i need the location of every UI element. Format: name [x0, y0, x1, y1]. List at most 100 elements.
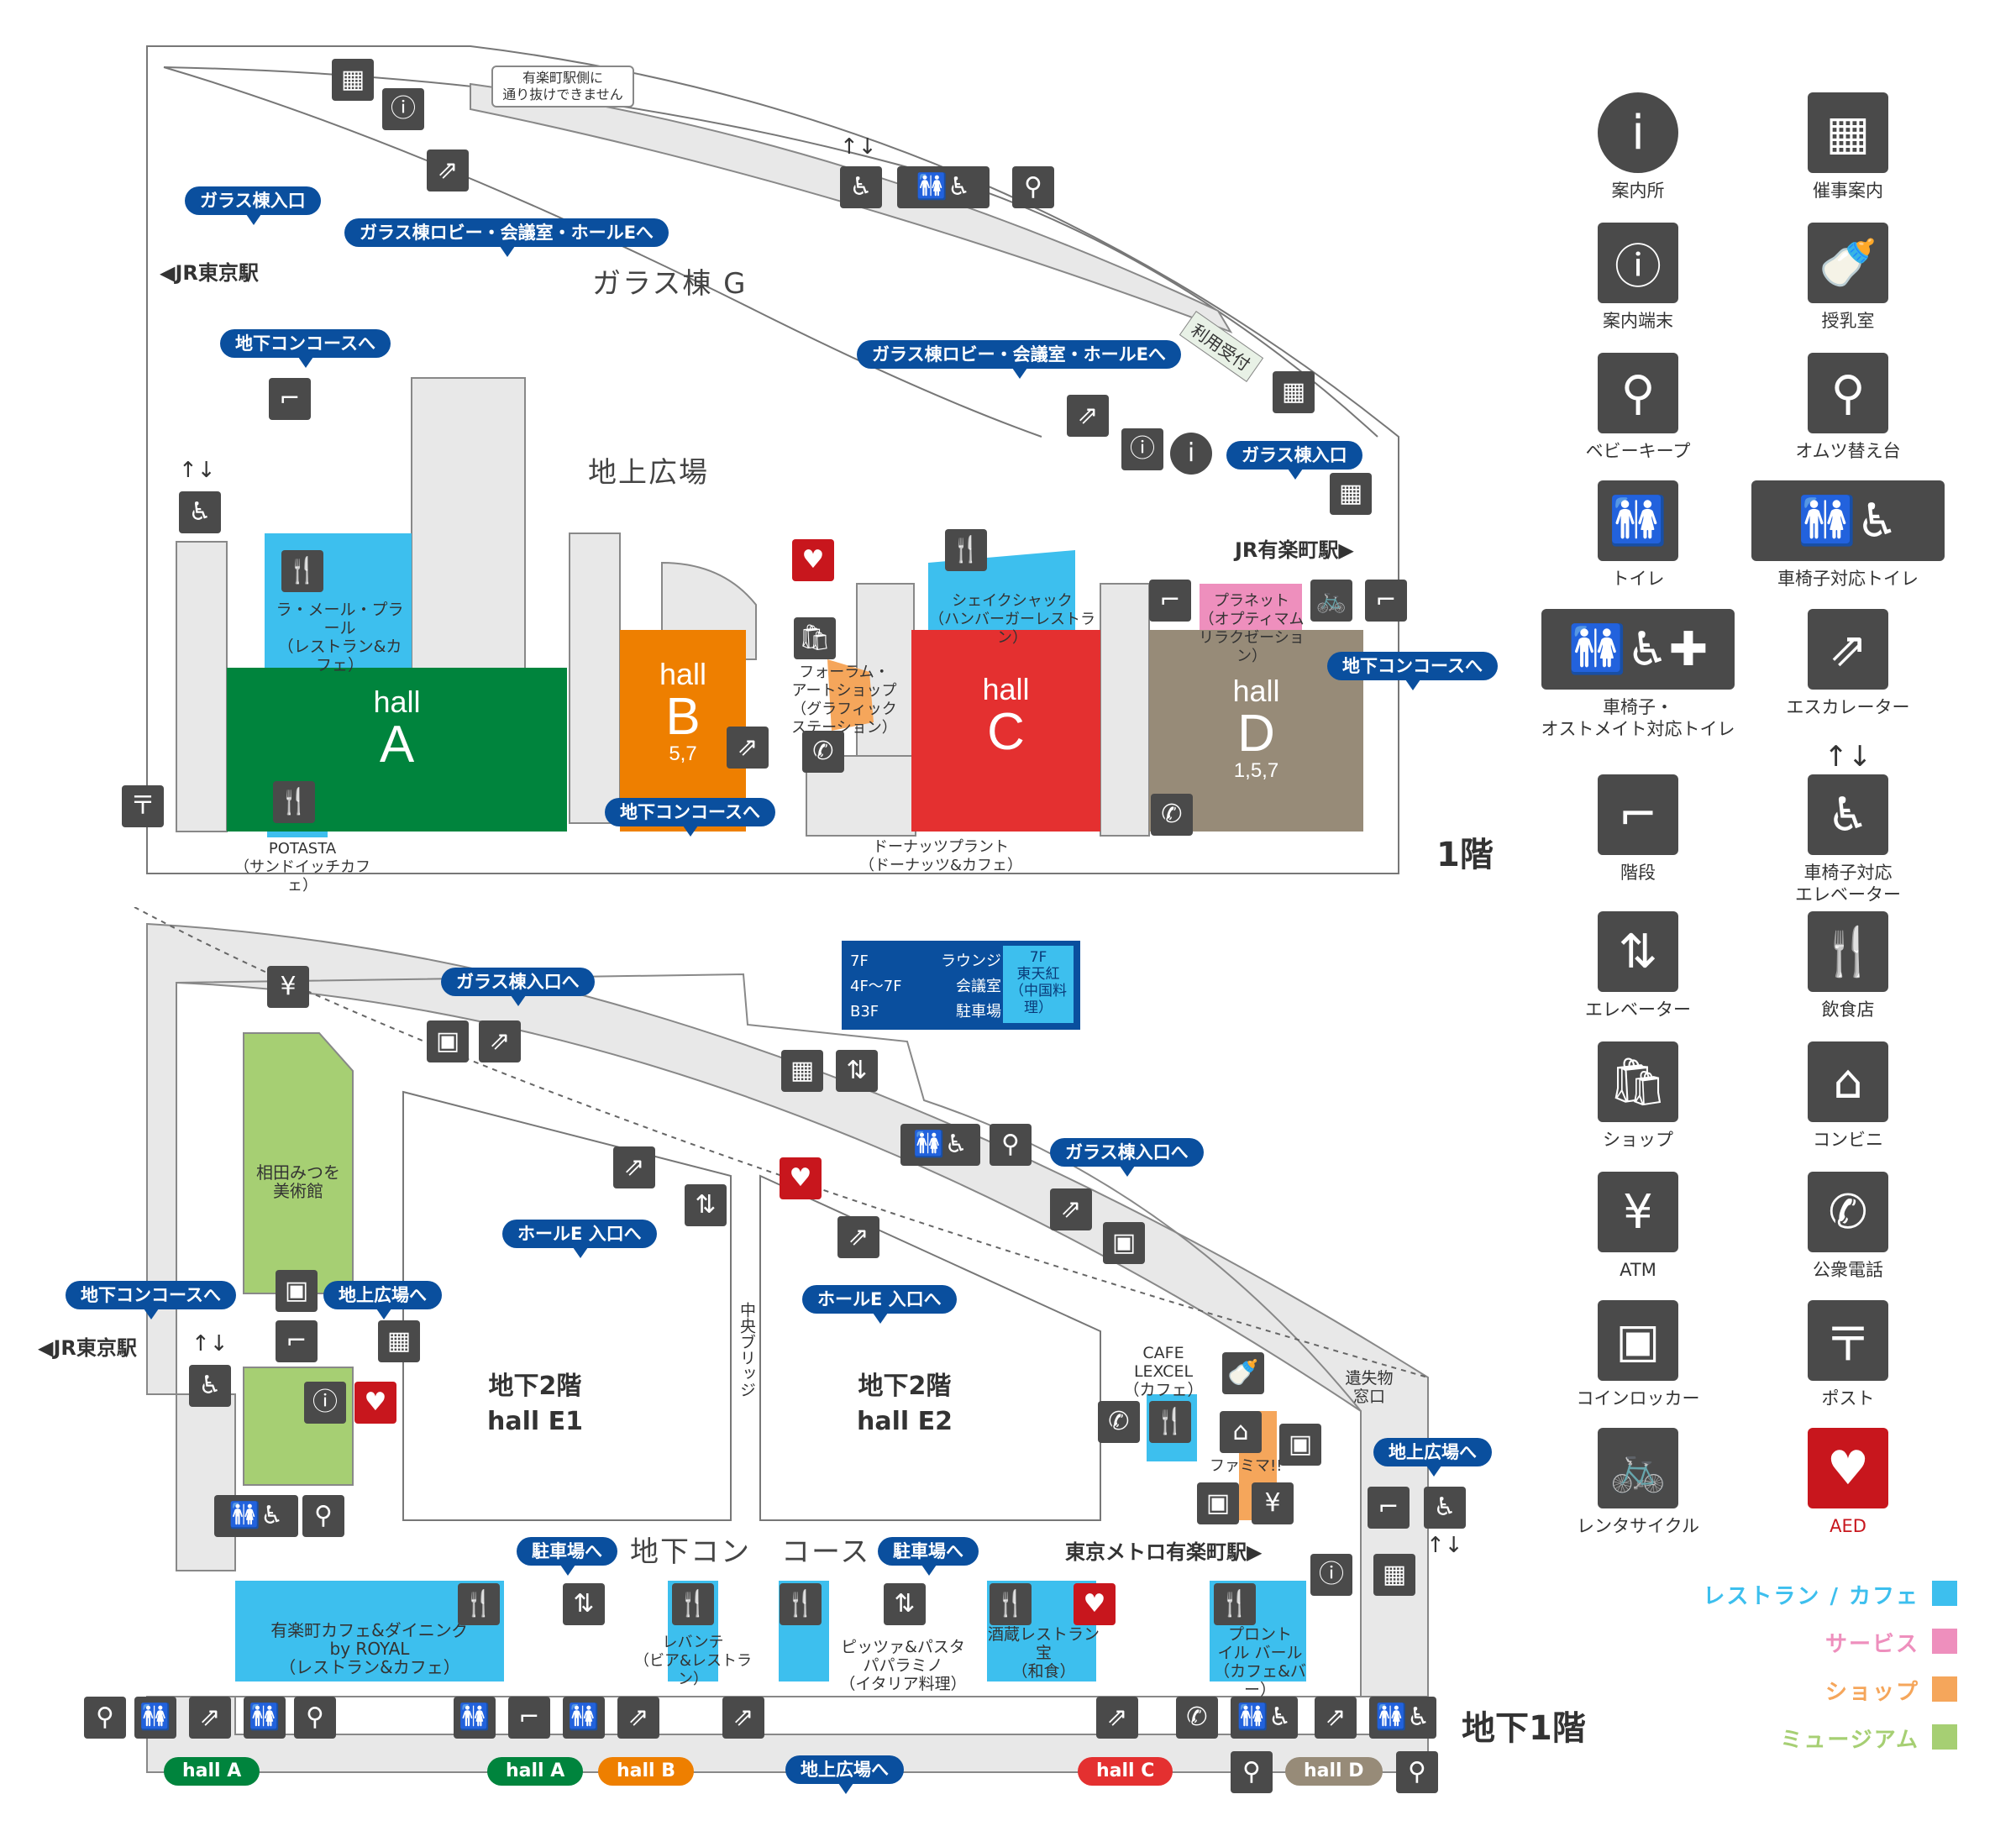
- event-board-icon[interactable]: ▦: [332, 59, 374, 101]
- toilet-icon[interactable]: 🚻: [134, 1697, 176, 1739]
- atm-icon[interactable]: ¥: [267, 966, 309, 1008]
- hall-e2-label[interactable]: 地下2階 hall E2: [857, 1372, 953, 1436]
- wheelchair-elevator-icon[interactable]: ♿: [1424, 1487, 1466, 1529]
- pill-glass-lobby-1[interactable]: ガラス棟ロビー・会議室・ホールEへ: [344, 218, 669, 257]
- museum-label[interactable]: 相田みつを 美術館: [256, 1162, 340, 1201]
- pill-hall-e-1[interactable]: ホールE 入口へ: [502, 1220, 657, 1258]
- coin-locker-icon[interactable]: ▣: [427, 1020, 469, 1062]
- baby-keep-icon[interactable]: ⚲: [84, 1697, 126, 1739]
- stairs-icon[interactable]: ⌐: [269, 378, 311, 420]
- shop-pizza[interactable]: ピッツァ&パスタ パパラミノ （イタリア料理）: [839, 1638, 967, 1693]
- coin-locker-icon[interactable]: ▣: [1197, 1482, 1239, 1524]
- phone-icon[interactable]: ✆: [1098, 1401, 1140, 1443]
- shop-sake[interactable]: 酒蔵レストラン 宝 （和食）: [987, 1625, 1100, 1681]
- aed-icon[interactable]: ♥: [792, 539, 834, 581]
- pill-ground-2[interactable]: 地上広場へ: [1373, 1438, 1492, 1477]
- pill-underground-b1[interactable]: 地下コンコースへ: [66, 1281, 236, 1319]
- shop-shake-shack[interactable]: シェイクシャック （ハンバーガーレストラン）: [929, 592, 1095, 647]
- pill-glass-2[interactable]: ガラス棟入口へ: [1050, 1138, 1204, 1177]
- escalator-icon[interactable]: ⇗: [1096, 1697, 1138, 1739]
- restaurant-icon[interactable]: 🍴: [780, 1583, 822, 1625]
- pill-underground-2[interactable]: 地下コンコースへ: [605, 798, 775, 837]
- wheelchair-toilet-icon[interactable]: 🚻♿: [1369, 1697, 1436, 1739]
- coin-locker-icon[interactable]: ▣: [1279, 1424, 1321, 1466]
- hall-link-pill[interactable]: hall B: [598, 1757, 695, 1786]
- escalator-icon[interactable]: ⇗: [613, 1146, 655, 1188]
- shop-yurakucho-cafe[interactable]: 有楽町カフェ&ダイニング by ROYAL （レストラン&カフェ）: [270, 1620, 469, 1677]
- phone-icon[interactable]: ✆: [802, 731, 844, 773]
- info-terminal-icon[interactable]: ⓘ: [304, 1382, 346, 1424]
- pill-ground-3[interactable]: 地上広場へ: [785, 1755, 904, 1794]
- info-terminal-icon[interactable]: ⓘ: [1121, 428, 1163, 470]
- shop-doughnut-plant[interactable]: ドーナッツプラント （ドーナッツ&カフェ）: [858, 838, 1023, 874]
- escalator-icon[interactable]: ⇗: [617, 1697, 659, 1739]
- event-board-icon[interactable]: ▦: [1373, 1554, 1415, 1596]
- info-icon[interactable]: i: [1170, 433, 1212, 475]
- diaper-change-icon[interactable]: ⚲: [990, 1124, 1032, 1166]
- restaurant-icon[interactable]: 🍴: [1149, 1401, 1191, 1443]
- lost-and-found-label[interactable]: 遺失物 窓口: [1345, 1369, 1394, 1406]
- hall-e1-label[interactable]: 地下2階 hall E1: [487, 1372, 583, 1436]
- escalator-icon[interactable]: ⇗: [727, 727, 769, 769]
- stairs-icon[interactable]: ⌐: [1365, 580, 1407, 622]
- restaurant-icon[interactable]: 🍴: [281, 550, 323, 592]
- elevator-icon[interactable]: ⇅: [685, 1184, 727, 1226]
- shop-pronto[interactable]: プロント イル バール （カフェ&バー）: [1214, 1625, 1306, 1699]
- stairs-icon[interactable]: ⌐: [508, 1697, 550, 1739]
- restaurant-icon[interactable]: 🍴: [945, 529, 987, 571]
- info-terminal-icon[interactable]: ⓘ: [382, 88, 424, 130]
- elevator-icon[interactable]: ⇅: [563, 1583, 605, 1625]
- event-board-icon[interactable]: ▦: [378, 1320, 420, 1362]
- phone-icon[interactable]: ✆: [1176, 1697, 1218, 1739]
- phone-icon[interactable]: ✆: [1151, 794, 1193, 836]
- jr-tokyo-label-b1[interactable]: ◀JR東京駅: [38, 1336, 137, 1360]
- shop-icon[interactable]: 🛍: [794, 617, 836, 659]
- pill-glass-lobby-2[interactable]: ガラス棟ロビー・会議室・ホールEへ: [857, 340, 1181, 379]
- hall-link-pill[interactable]: hall C: [1078, 1757, 1173, 1786]
- pill-glass-1[interactable]: ガラス棟入口へ: [441, 968, 595, 1006]
- wheelchair-toilet-icon[interactable]: 🚻♿: [900, 1124, 980, 1166]
- event-board-icon[interactable]: ▦: [1273, 371, 1315, 413]
- escalator-icon[interactable]: ⇗: [1315, 1697, 1357, 1739]
- stairs-icon[interactable]: ⌐: [1149, 580, 1191, 622]
- shop-la-mer[interactable]: ラ・メール・プラール （レストラン&カフェ）: [276, 601, 404, 674]
- escalator-icon[interactable]: ⇗: [1067, 395, 1109, 437]
- escalator-icon[interactable]: ⇗: [479, 1020, 521, 1062]
- shop-famima[interactable]: ファミマ!!: [1210, 1457, 1283, 1475]
- diaper-change-icon[interactable]: ⚲: [1396, 1751, 1438, 1793]
- convenience-store-icon[interactable]: ⌂: [1220, 1411, 1262, 1453]
- pill-glass-entrance-1[interactable]: ガラス棟入口: [185, 186, 321, 225]
- pill-parking-2[interactable]: 駐車場へ: [878, 1537, 979, 1576]
- nursing-room-icon[interactable]: 🍼: [1222, 1352, 1264, 1394]
- toilet-icon[interactable]: 🚻: [454, 1697, 496, 1739]
- pill-ground-1[interactable]: 地上広場へ: [323, 1281, 442, 1319]
- hall-c-area[interactable]: hall C: [911, 630, 1100, 832]
- atm-icon[interactable]: ¥: [1252, 1482, 1294, 1524]
- restaurant-icon[interactable]: 🍴: [458, 1583, 500, 1625]
- event-board-icon[interactable]: ▦: [781, 1050, 823, 1092]
- stairs-icon[interactable]: ⌐: [1368, 1487, 1410, 1529]
- info-terminal-icon[interactable]: ⓘ: [1310, 1554, 1352, 1596]
- diaper-change-icon[interactable]: ⚲: [1231, 1751, 1273, 1793]
- restaurant-icon[interactable]: 🍴: [273, 781, 315, 823]
- hall-link-pill[interactable]: hall D: [1285, 1757, 1383, 1786]
- diaper-change-icon[interactable]: ⚲: [1012, 166, 1054, 208]
- coin-locker-icon[interactable]: ▣: [276, 1270, 318, 1312]
- shop-forum-art[interactable]: フォーラム・ アートショップ （グラフィック ステーション）: [791, 664, 897, 737]
- shop-cafe-lexcel[interactable]: CAFE LEXCEL （カフェ）: [1123, 1344, 1204, 1399]
- wheelchair-elevator-icon[interactable]: ♿: [189, 1365, 231, 1407]
- shop-potasta[interactable]: POTASTA （サンドイッチカフェ）: [234, 840, 370, 895]
- aed-icon[interactable]: ♥: [354, 1382, 396, 1424]
- hall-link-pill[interactable]: hall A: [164, 1757, 260, 1786]
- pill-underground-1[interactable]: 地下コンコースへ: [220, 329, 391, 368]
- aed-icon[interactable]: ♥: [780, 1157, 822, 1199]
- toilet-icon[interactable]: 🚻: [563, 1697, 605, 1739]
- restaurant-icon[interactable]: 🍴: [1214, 1583, 1256, 1625]
- jr-tokyo-label-1f[interactable]: ◀JR東京駅: [160, 261, 259, 285]
- escalator-icon[interactable]: ⇗: [427, 150, 469, 191]
- shop-levante[interactable]: レバンテ （ビア&レストラン）: [633, 1634, 753, 1688]
- elevator-icon[interactable]: ⇅: [884, 1583, 926, 1625]
- wheelchair-elevator-icon[interactable]: ♿: [840, 166, 882, 208]
- wheelchair-toilet-icon[interactable]: 🚻♿: [1231, 1697, 1298, 1739]
